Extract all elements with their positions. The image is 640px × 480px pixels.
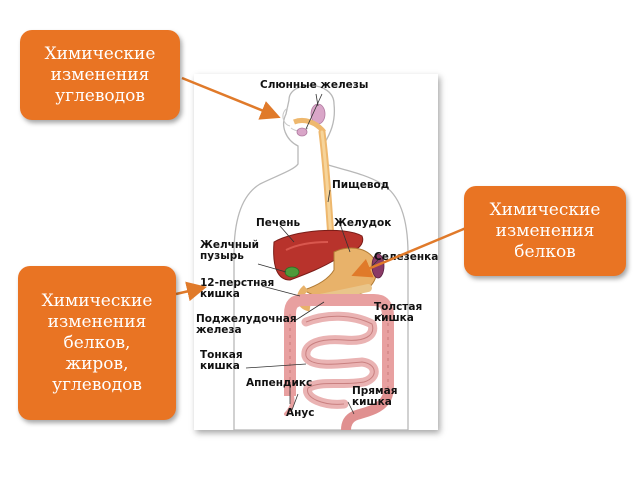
callout-proteins-fats-carbs-text: Химические изменения белков, жиров, угле… [41, 290, 153, 395]
label-anus: Анус [286, 407, 315, 419]
label-rectum: Прямая кишка [352, 385, 398, 408]
label-appendix: Аппендикс [246, 377, 313, 389]
label-small-intestine: Тонкая кишка [200, 349, 243, 372]
callout-carbohydrates: Химические изменения углеводов [20, 30, 180, 120]
arrow-to-mouth [181, 76, 281, 120]
arrow-to-intestine [175, 281, 207, 302]
callout-proteins-text: Химические изменения белков [489, 199, 601, 262]
label-gallbladder: Желчный пузырь [200, 239, 259, 262]
label-liver: Печень [256, 217, 301, 229]
label-spleen: Селезенка [374, 251, 439, 263]
label-pancreas: Поджелудочная железа [196, 313, 297, 336]
label-esophagus: Пищевод [332, 179, 390, 191]
callout-proteins-fats-carbs: Химические изменения белков, жиров, угле… [18, 266, 176, 420]
label-stomach: Желудок [334, 217, 392, 229]
label-salivary-glands: Слюнные железы [260, 79, 369, 91]
label-colon: Толстая кишка [374, 301, 423, 324]
callout-carbohydrates-text: Химические изменения углеводов [44, 43, 156, 106]
arrow-to-stomach [351, 226, 467, 278]
label-duodenum: 12-перстная кишка [200, 277, 275, 300]
callout-proteins: Химические изменения белков [464, 186, 626, 276]
